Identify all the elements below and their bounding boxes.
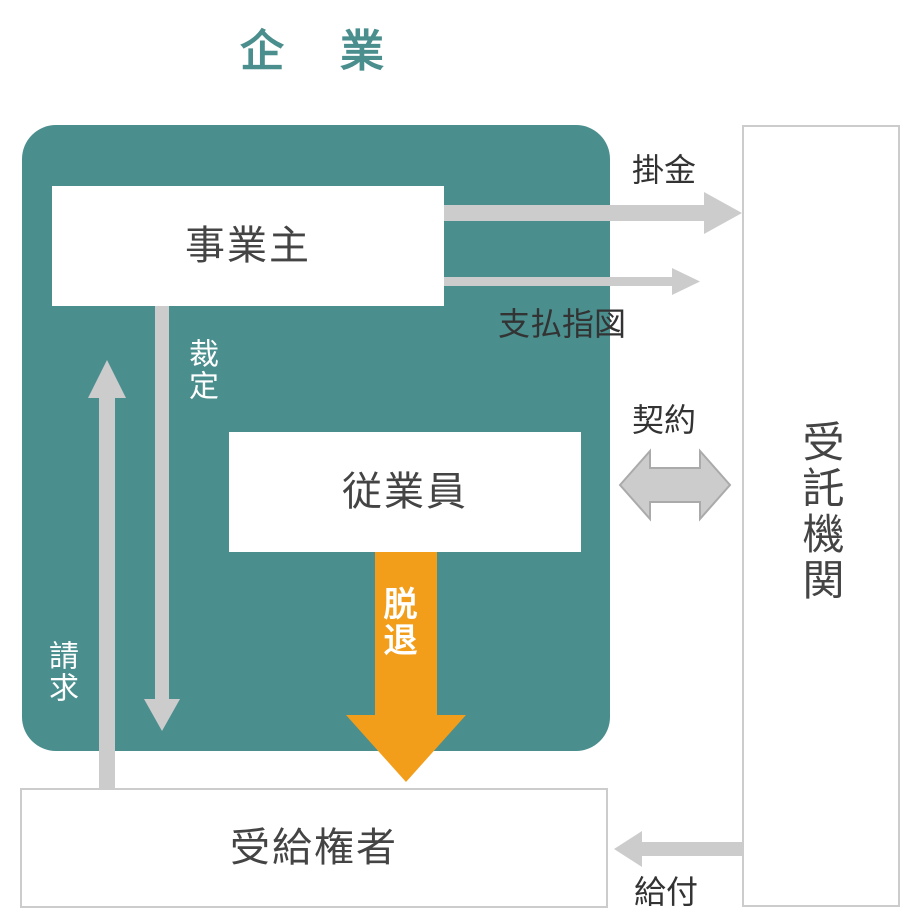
payment-instruction-label: 支払指図 — [498, 305, 627, 343]
trust-institution-label: 受託機関 — [796, 420, 845, 604]
withdrawal-arrow — [346, 552, 466, 782]
beneficiary-box: 受給権者 — [20, 788, 608, 908]
employee-box: 従業員 — [229, 432, 581, 552]
ruling-arrow — [144, 306, 180, 731]
employer-box: 事業主 — [52, 186, 444, 306]
payment-instruction-arrow — [444, 268, 700, 295]
withdrawal-label: 脱退 — [377, 586, 417, 658]
benefit-label: 給付 — [634, 873, 699, 911]
contract-label: 契約 — [632, 401, 697, 439]
diagram-title: 企 業 — [240, 26, 390, 77]
contribution-arrow — [444, 192, 742, 234]
trust-institution-box — [742, 125, 900, 907]
benefit-arrow — [614, 831, 742, 867]
contract-double-arrow — [618, 448, 732, 522]
claim-arrow — [88, 360, 126, 788]
claim-label: 請求 — [43, 640, 78, 704]
contribution-label: 掛金 — [632, 151, 697, 189]
ruling-label: 裁定 — [183, 338, 218, 402]
